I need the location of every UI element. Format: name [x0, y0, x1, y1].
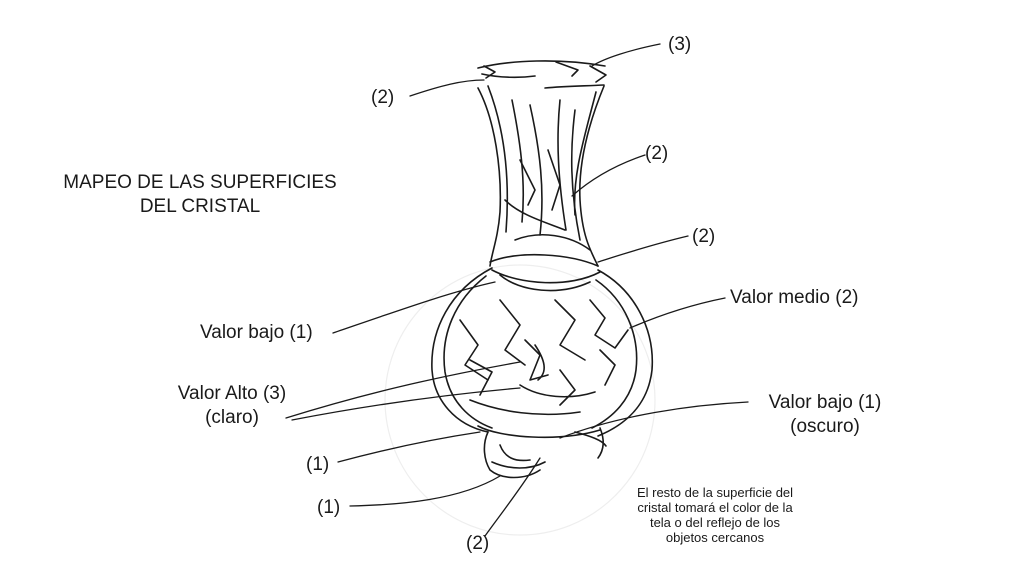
leader-foot-1b: [349, 475, 501, 507]
leader-neck-base: [597, 235, 689, 263]
vase-body: [431, 267, 654, 437]
leader-valor-alto-a: [285, 361, 521, 419]
vase-collar: [489, 254, 601, 292]
leader-valor-alto-b: [291, 387, 521, 421]
leader-foot-2: [484, 457, 541, 537]
label-valor-alto: Valor Alto (3) (claro): [168, 382, 296, 430]
leader-valor-bajo-left: [332, 281, 496, 334]
label-valor-bajo-right: Valor bajo (1) (oscuro): [755, 391, 895, 439]
note-line-3: tela o del reflejo de los: [649, 515, 781, 530]
title-line-2: DEL CRISTAL: [139, 196, 261, 217]
background-circle: [384, 264, 656, 536]
leader-top-rim: [591, 43, 661, 67]
label-valor-medio: Valor medio (2): [730, 287, 859, 308]
leader-neck-right: [571, 154, 646, 197]
note-line-2: cristal tomará el color de la: [637, 500, 793, 515]
title-line-1: MAPEO DE LAS SUPERFICIES: [63, 172, 337, 193]
note-line-1: El resto de la superficie del: [636, 485, 794, 500]
label-neck-base: (2): [692, 226, 716, 247]
vase-rim: [477, 60, 607, 89]
diagram-title: MAPEO DE LAS SUPERFICIES DEL CRISTAL: [30, 171, 370, 219]
label-foot-1b: (1): [317, 497, 341, 518]
valor-bajo-right-text: Valor bajo (1): [768, 392, 882, 413]
vase-base: [477, 425, 607, 479]
label-rim-left: (2): [371, 87, 395, 108]
leader-foot-1a: [337, 431, 481, 463]
label-foot-2: (2): [466, 533, 490, 554]
note-line-4: objetos cercanos: [665, 530, 765, 545]
leader-lines: [285, 43, 749, 537]
leader-valor-bajo-right: [559, 401, 749, 439]
leader-rim-left: [409, 79, 485, 97]
label-top-rim: (3): [668, 34, 692, 55]
label-foot-1a: (1): [306, 454, 330, 475]
leader-valor-medio: [629, 297, 726, 329]
label-valor-bajo-left: Valor bajo (1): [200, 322, 313, 343]
valor-alto-text: Valor Alto (3): [177, 383, 287, 404]
footnote: El resto de la superficie del cristal to…: [600, 485, 830, 545]
vase-neck: [477, 85, 605, 267]
label-neck-right: (2): [645, 143, 669, 164]
valor-bajo-right-subtext: (oscuro): [790, 416, 860, 437]
valor-alto-subtext: (claro): [205, 407, 259, 428]
